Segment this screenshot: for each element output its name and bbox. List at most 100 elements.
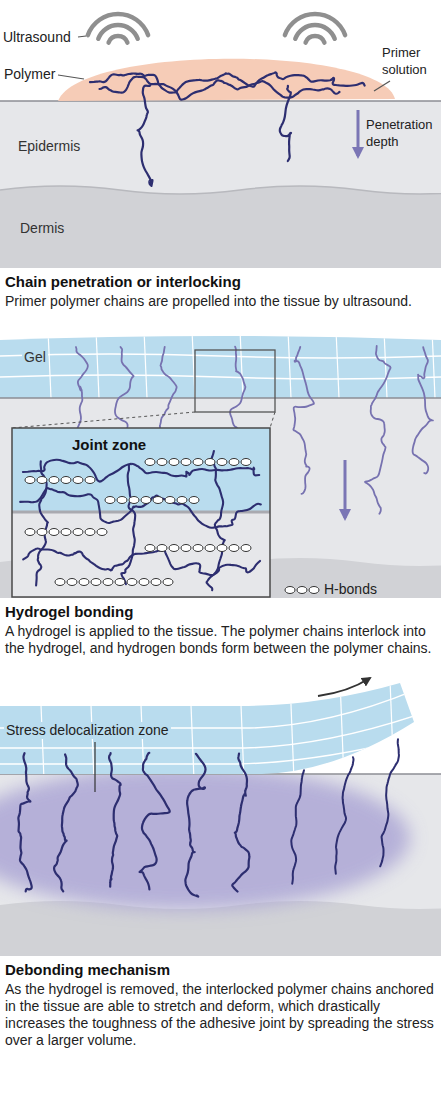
- h-bond-symbol: [115, 579, 125, 586]
- polymer-chains: [90, 72, 365, 186]
- h-bond-symbol: [217, 545, 227, 552]
- gel-strand: [390, 680, 394, 780]
- h-bond-symbol: [181, 459, 191, 466]
- h-bond-symbol: [177, 497, 187, 504]
- polymer-chain: [232, 754, 249, 892]
- polymer-chain: [335, 757, 353, 874]
- legend-label: H-bonds: [324, 581, 377, 598]
- polymer-chain: [109, 753, 121, 886]
- h-bond-symbol: [157, 545, 167, 552]
- figure-panel: Debonding mechanismAs the hydrogel is re…: [0, 690, 441, 1053]
- h-bond-symbol: [165, 497, 175, 504]
- gel-strand: [336, 330, 339, 398]
- polymer-chain: [54, 755, 78, 892]
- h-bond-symbol: [25, 477, 35, 484]
- annotation-label: Penetration depth: [366, 116, 438, 150]
- h-bond-symbol: [229, 459, 239, 466]
- figure-panel: Chain penetration or interlockingPrimer …: [0, 0, 441, 314]
- h-bond-symbol: [163, 579, 173, 586]
- h-bond-symbol: [85, 477, 95, 484]
- polymer-chain: [138, 86, 153, 186]
- wave-arc: [98, 25, 137, 39]
- dermis-layer: [0, 901, 441, 956]
- annotation-label: Polymer: [4, 66, 55, 83]
- h-bond-symbol: [193, 459, 203, 466]
- gel-strand: [290, 680, 294, 780]
- h-bond-symbol: [117, 497, 127, 504]
- polymer-chain: [100, 77, 340, 100]
- polymer-chains: [18, 739, 399, 896]
- peel-arrow: [318, 678, 370, 696]
- primer-solution-drop: [58, 59, 395, 101]
- polymer-chain: [185, 754, 205, 897]
- h-bond-symbol: [241, 459, 251, 466]
- h-bond-symbol: [103, 579, 113, 586]
- legend-sample: [285, 587, 319, 594]
- h-bond-symbol: [193, 545, 203, 552]
- h-bond-symbol: [145, 459, 155, 466]
- h-bond-symbol: [139, 579, 149, 586]
- gel-strand: [0, 375, 441, 379]
- h-bond-symbol: [91, 579, 101, 586]
- polymer-chain: [365, 346, 391, 514]
- h-bond-symbol: [49, 529, 59, 536]
- h-bond-symbol: [181, 545, 191, 552]
- h-bond-symbol: [169, 545, 179, 552]
- polymer-chain: [291, 770, 304, 884]
- h-bond-symbol: [141, 497, 151, 504]
- gel-strand: [190, 680, 194, 780]
- dermis-layer: [0, 186, 441, 268]
- caption-heading: Hydrogel bonding: [5, 603, 436, 621]
- polymer-chain: [207, 451, 225, 590]
- polymer-chain: [121, 465, 135, 584]
- penetration-arrow: [344, 460, 347, 518]
- figure-panel: Hydrogel bonding A hydrogel is applied to…: [0, 330, 441, 661]
- polymer-chain: [413, 347, 433, 473]
- leader-line: [78, 36, 86, 37]
- h-bond-symbol: [73, 529, 83, 536]
- polymer-chain: [280, 86, 291, 161]
- h-bond-symbol: [25, 529, 35, 536]
- h-bond-symbol: [49, 477, 59, 484]
- inset-gel: [12, 428, 270, 512]
- h-bond-symbol: [61, 477, 71, 484]
- zoom-box: [195, 350, 275, 412]
- h-bond-symbol: [85, 529, 95, 536]
- polymer-chain: [140, 753, 170, 889]
- leader-line: [374, 81, 390, 91]
- polymer-chain: [20, 488, 261, 528]
- gel-network: [0, 680, 420, 780]
- caption-body: A hydrogel is applied to the tissue. The…: [5, 623, 436, 657]
- polymer-chain: [293, 347, 314, 494]
- leader-line: [58, 75, 84, 79]
- caption-heading: Chain penetration or interlocking: [5, 273, 436, 291]
- h-bond-symbol: [285, 587, 295, 594]
- gel-strand: [48, 330, 51, 398]
- polymer-chain: [380, 739, 399, 866]
- tissue-band: Gel: [0, 336, 441, 398]
- zoom-line: [270, 412, 275, 428]
- hydrogen-bonds: [25, 459, 251, 586]
- layer-label: Joint zone: [70, 436, 148, 454]
- polymer-chain: [36, 461, 48, 585]
- tissue-band: Dermis: [0, 188, 441, 268]
- layer-label: Epidermis: [18, 138, 80, 155]
- gel-strand: [240, 330, 243, 398]
- layer-boundary: [0, 186, 441, 194]
- inset-border: [12, 428, 270, 597]
- h-bond-symbol: [309, 587, 319, 594]
- wave-arc: [306, 36, 325, 43]
- h-bond-symbol: [61, 529, 71, 536]
- h-bond-symbol: [129, 497, 139, 504]
- gel-strand: [144, 330, 147, 398]
- caption-body: Primer polymer chains are propelled into…: [5, 293, 436, 310]
- h-bond-symbol: [217, 459, 227, 466]
- h-bond-symbol: [79, 579, 89, 586]
- annotation-label: Stress delocalization zone: [4, 722, 171, 739]
- inset-interface: [12, 511, 270, 514]
- gel-strand: [288, 330, 291, 398]
- zoom-line: [12, 412, 195, 428]
- h-bond-symbol: [37, 529, 47, 536]
- wave-arc: [88, 14, 148, 35]
